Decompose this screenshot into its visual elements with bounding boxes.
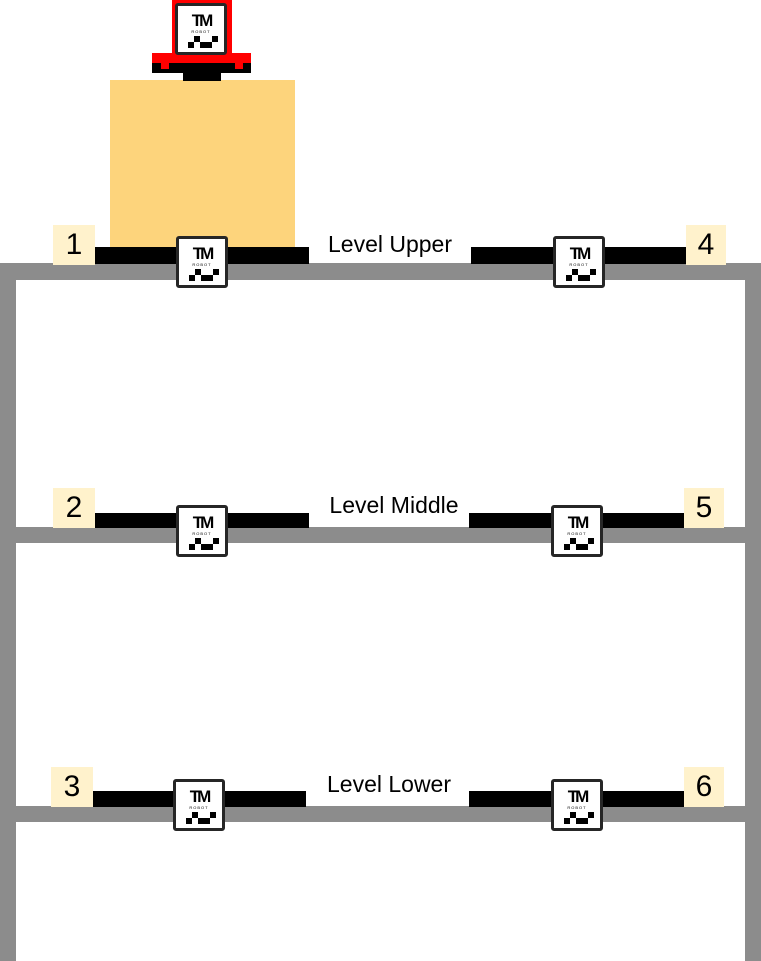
marker-square <box>213 269 219 275</box>
marker-square <box>198 818 204 824</box>
marker-square <box>564 818 570 824</box>
marker-sub: ROBOT <box>567 531 587 536</box>
level-middle-label: Level Middle <box>329 492 459 518</box>
marker-square <box>207 544 213 550</box>
rack-left-post <box>0 263 16 961</box>
marker-logo: TM <box>567 787 590 806</box>
position-label-1: 1 <box>53 225 95 265</box>
marker-logo: TM <box>192 513 215 532</box>
position-label-6: 6 <box>684 767 724 807</box>
marker-square <box>188 42 194 48</box>
position-label-2: 2 <box>53 488 95 528</box>
marker-sub: ROBOT <box>192 531 212 536</box>
marker-square <box>572 269 578 275</box>
robot-tab-left <box>161 62 169 69</box>
marker-square <box>570 538 576 544</box>
marker-square <box>570 812 576 818</box>
level-upper-label: Level Upper <box>327 231 453 257</box>
marker-square <box>582 544 588 550</box>
shelf-middle <box>0 527 761 543</box>
marker-square <box>566 275 572 281</box>
robot-tab-right <box>235 62 243 69</box>
robot-pedestal <box>183 70 221 81</box>
marker-square <box>588 538 594 544</box>
marker-sub: ROBOT <box>567 805 587 810</box>
marker-logo: TM <box>569 244 592 263</box>
marker-square <box>201 544 207 550</box>
marker-square <box>194 36 200 42</box>
robot-base <box>152 53 251 63</box>
position-label-5: 5 <box>684 488 724 528</box>
marker-square <box>588 812 594 818</box>
marker-logo: TM <box>189 787 212 806</box>
marker-square <box>212 36 218 42</box>
marker-sub: ROBOT <box>191 29 211 34</box>
marker-square <box>200 42 206 48</box>
cargo-box <box>110 80 295 248</box>
robot-base-lower <box>152 62 251 73</box>
marker-square <box>186 818 192 824</box>
marker-square <box>210 812 216 818</box>
shelf-lower <box>0 806 761 822</box>
marker-square <box>195 269 201 275</box>
marker-square <box>189 544 195 550</box>
marker-square <box>201 275 207 281</box>
marker-square <box>207 275 213 281</box>
position-label-4: 4 <box>686 225 726 265</box>
marker-square <box>206 42 212 48</box>
marker-sub: ROBOT <box>569 262 589 267</box>
marker-square <box>195 538 201 544</box>
marker-square <box>576 818 582 824</box>
marker-square <box>189 275 195 281</box>
marker-square <box>578 275 584 281</box>
marker-sub: ROBOT <box>189 805 209 810</box>
marker-square <box>213 538 219 544</box>
marker-square <box>576 544 582 550</box>
marker-square <box>204 818 210 824</box>
marker-logo: TM <box>567 513 590 532</box>
level-lower-label: Level Lower <box>326 771 452 797</box>
rack-right-post <box>745 263 761 961</box>
position-label-3: 3 <box>51 767 93 807</box>
marker-square <box>192 812 198 818</box>
marker-square <box>584 275 590 281</box>
marker-logo: TM <box>191 11 214 30</box>
marker-logo: TM <box>192 244 215 263</box>
shelf-upper <box>0 263 761 280</box>
marker-square <box>590 269 596 275</box>
marker-square <box>564 544 570 550</box>
marker-sub: ROBOT <box>192 262 212 267</box>
marker-square <box>582 818 588 824</box>
